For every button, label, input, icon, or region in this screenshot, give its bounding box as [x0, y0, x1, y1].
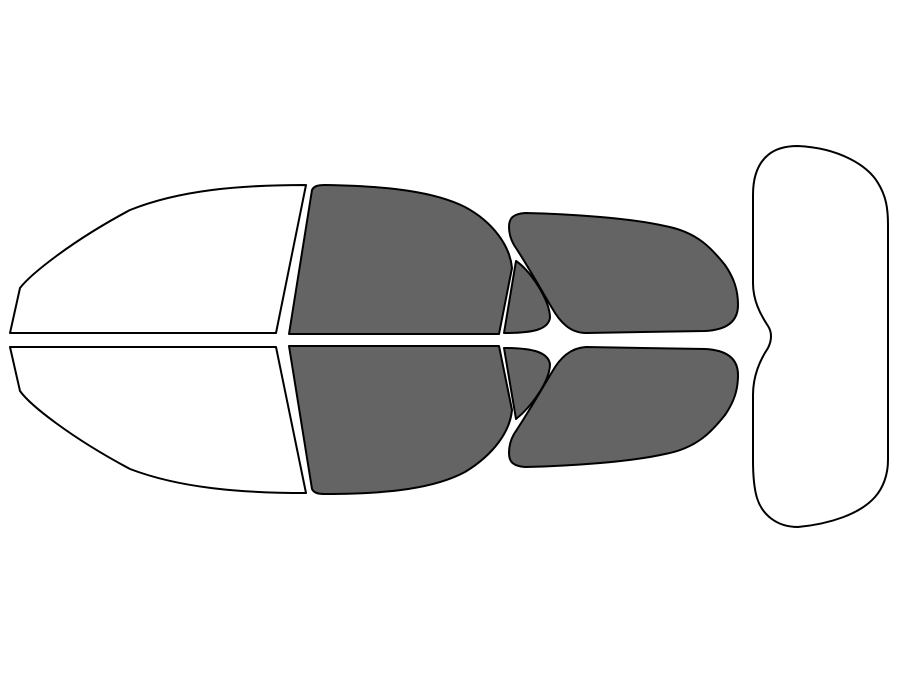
rear-door-window-right [508, 346, 739, 468]
rear-vent-window-left [503, 260, 551, 334]
rear-windshield [752, 145, 889, 528]
windshield-right-pane [9, 346, 307, 494]
front-door-window-right [288, 345, 513, 495]
front-door-window-left [288, 184, 513, 335]
rear-vent-window-right [503, 347, 551, 420]
windshield-left-pane [9, 184, 307, 334]
rear-door-window-left [508, 212, 739, 334]
